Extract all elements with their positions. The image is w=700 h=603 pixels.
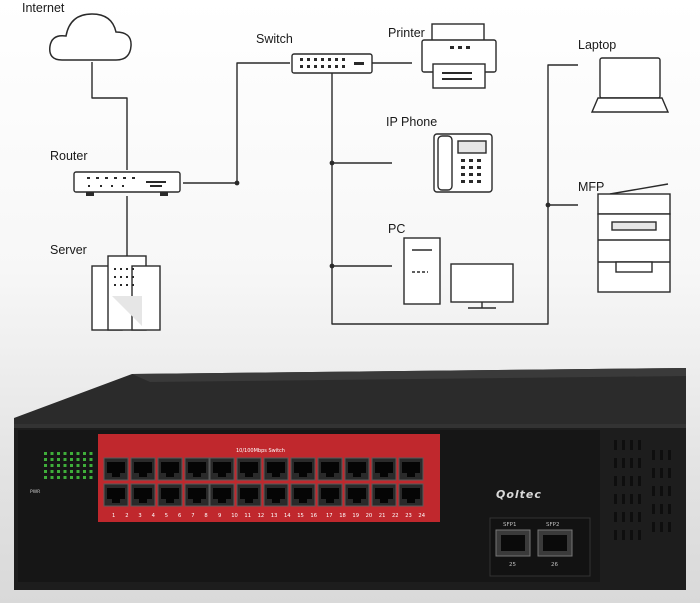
sfp2-label: SFP2	[546, 522, 559, 528]
status-led	[76, 476, 80, 479]
port-number-label: 4	[152, 513, 156, 519]
status-led	[70, 458, 73, 461]
port-number-label: 24	[418, 513, 425, 519]
label-server: Server	[50, 243, 87, 257]
port-number-label: 18	[339, 513, 346, 519]
status-led	[63, 458, 67, 461]
sfp25-number: 25	[509, 562, 516, 568]
port-number-label: 8	[204, 513, 207, 519]
router-icon	[73, 171, 181, 196]
mfp-icon	[597, 183, 671, 293]
label-router: Router	[50, 149, 88, 163]
label-printer: Printer	[388, 26, 425, 40]
port-number-label: 14	[284, 513, 291, 519]
status-led	[70, 470, 73, 473]
port-number-label: 12	[258, 513, 265, 519]
pc-icon	[403, 237, 514, 309]
status-led	[50, 464, 54, 467]
status-led	[44, 452, 47, 455]
rj45-ports	[103, 457, 424, 507]
ip-phone-icon	[433, 133, 493, 193]
port-number-label: 10	[231, 513, 238, 519]
status-led	[57, 476, 60, 479]
status-led	[83, 476, 86, 479]
label-internet: Internet	[22, 1, 65, 15]
status-led	[57, 452, 60, 455]
sfp1-label: SFP1	[503, 522, 516, 528]
sfp-ports: SFP1 SFP2 25 26	[489, 517, 591, 577]
status-led	[50, 452, 54, 455]
status-led	[57, 470, 60, 473]
status-led	[63, 470, 67, 473]
label-mfp: MFP	[578, 180, 604, 194]
status-led	[89, 470, 93, 473]
diagram-labels: Internet Switch Printer Laptop Router IP…	[22, 1, 616, 257]
port-number-label: 19	[352, 513, 359, 519]
status-led	[83, 452, 86, 455]
status-led	[44, 464, 47, 467]
laptop-icon	[590, 57, 670, 113]
port-number-label: 15	[297, 513, 304, 519]
label-ip-phone: IP Phone	[386, 115, 437, 129]
port-number-label: 13	[271, 513, 278, 519]
port-number-label: 7	[191, 513, 194, 519]
label-switch: Switch	[256, 32, 293, 46]
switch-banner: 10/100Mbps Switch	[236, 448, 285, 454]
status-led	[89, 458, 93, 461]
led-panel: PWR	[30, 452, 93, 495]
status-led	[76, 452, 80, 455]
port-number-label: 16	[310, 513, 317, 519]
port-number-label: 23	[405, 513, 412, 519]
brand-logo: Qoltec	[496, 488, 542, 501]
status-led	[89, 452, 93, 455]
status-led	[83, 458, 86, 461]
status-led	[70, 464, 73, 467]
status-led	[44, 476, 47, 479]
port-number-label: 11	[244, 513, 251, 519]
status-led	[70, 452, 73, 455]
status-led	[57, 464, 60, 467]
status-led	[83, 470, 86, 473]
port-number-label: 2	[125, 513, 128, 519]
sfp26-number: 26	[551, 562, 558, 568]
status-led	[70, 476, 73, 479]
label-pc: PC	[388, 222, 405, 236]
printer-icon	[421, 23, 497, 89]
status-led	[63, 464, 67, 467]
status-led	[44, 458, 47, 461]
port-number-label: 1	[112, 513, 115, 519]
status-led	[50, 458, 54, 461]
port-number-label: 20	[366, 513, 373, 519]
status-led	[76, 464, 80, 467]
status-led	[50, 476, 54, 479]
junction-dots	[234, 160, 551, 269]
status-led	[76, 458, 80, 461]
status-led	[89, 476, 93, 479]
port-number-label: 9	[218, 513, 221, 519]
cloud-icon	[49, 13, 132, 61]
status-led	[50, 470, 54, 473]
status-led	[63, 452, 67, 455]
port-number-label: 6	[178, 513, 181, 519]
status-led	[76, 470, 80, 473]
port-number-label: 22	[392, 513, 399, 519]
port-number-label: 21	[379, 513, 386, 519]
label-laptop: Laptop	[578, 38, 616, 52]
port-number-label: 5	[165, 513, 168, 519]
port-number-label: 3	[138, 513, 141, 519]
switch-icon	[291, 53, 373, 74]
server-icon	[91, 255, 161, 331]
pwr-label: PWR	[30, 489, 40, 495]
status-led	[83, 464, 86, 467]
status-led	[89, 464, 93, 467]
connection-lines	[91, 62, 578, 325]
status-led	[57, 458, 60, 461]
port-number-label: 17	[326, 513, 333, 519]
status-led	[44, 470, 47, 473]
status-led	[63, 476, 67, 479]
